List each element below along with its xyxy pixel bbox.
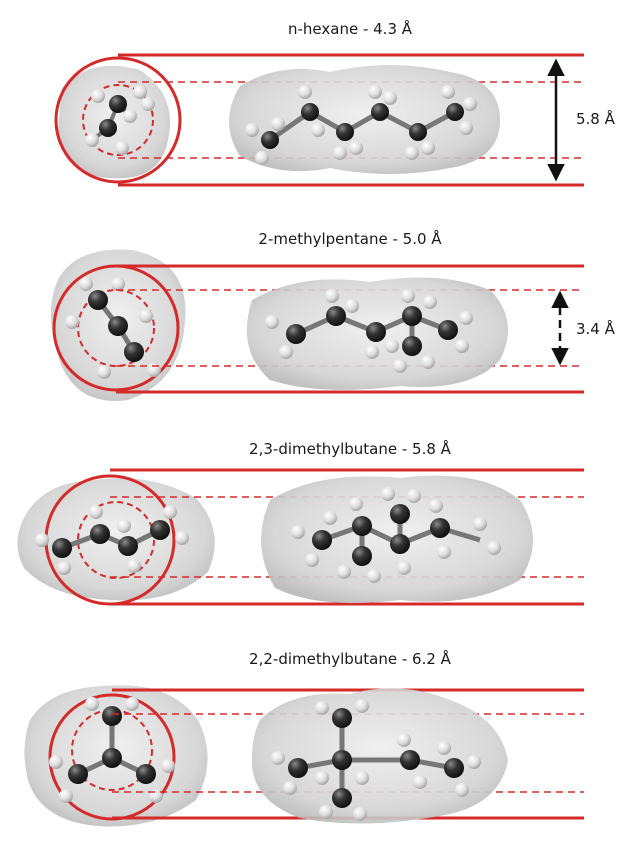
kinetic-diameter-circle xyxy=(77,289,155,367)
panel-2-3-dimethylbutane: 2,3-dimethylbutane - 5.8 Å xyxy=(17,439,584,606)
dimension-label: 5.8 Å xyxy=(576,109,616,128)
hydrogen-atom xyxy=(125,697,139,711)
molecule-surface xyxy=(251,688,508,824)
molecule-surface xyxy=(229,65,500,174)
hydrogen-atom xyxy=(161,759,175,773)
panel-n-hexane: n-hexane - 4.3 Å xyxy=(54,19,616,187)
panel-title: 2-methylpentane - 5.0 Å xyxy=(258,229,442,248)
hydrogen-atom xyxy=(139,309,153,323)
carbon-atom xyxy=(90,524,110,544)
hydrogen-atom xyxy=(115,141,129,155)
hydrogen-atom xyxy=(147,363,161,377)
hydrogen-atom xyxy=(65,315,79,329)
molecule-surface xyxy=(246,277,508,390)
carbon-atom xyxy=(118,536,138,556)
end-on-outline-circle xyxy=(54,56,182,184)
side-view-molecule xyxy=(24,685,208,827)
hydrogen-atom xyxy=(141,97,155,111)
kinetic-diameter-circle xyxy=(82,84,154,156)
hydrogen-atom xyxy=(175,531,189,545)
hydrogen-atom xyxy=(97,365,111,379)
hydrogen-atom xyxy=(133,85,147,99)
side-view-molecule xyxy=(54,56,182,184)
carbon-atom xyxy=(88,290,108,310)
panel-title: 2,2-dimethylbutane - 6.2 Å xyxy=(249,649,452,668)
hydrogen-atom xyxy=(111,277,125,291)
hydrogen-atom xyxy=(117,519,131,533)
molecule-surface xyxy=(261,475,533,604)
hydrogen-atom xyxy=(85,133,99,147)
hydrogen-atom xyxy=(149,789,163,803)
carbon-atom xyxy=(150,520,170,540)
side-view-molecule xyxy=(50,249,186,401)
carbon-atom xyxy=(102,748,122,768)
carbon-atom xyxy=(136,764,156,784)
hydrogen-atom xyxy=(49,755,63,769)
hydrogen-atom xyxy=(85,697,99,711)
hydrogen-atom xyxy=(163,505,177,519)
carbon-atom xyxy=(108,316,128,336)
carbon-atom xyxy=(52,538,72,558)
hydrogen-atom xyxy=(89,505,103,519)
carbon-atom xyxy=(99,119,117,137)
hydrogen-atom xyxy=(59,789,73,803)
hydrogen-atom xyxy=(35,533,49,547)
dimension-label: 3.4 Å xyxy=(576,319,616,338)
carbon-atom xyxy=(68,764,88,784)
panel-title: 2,3-dimethylbutane - 5.8 Å xyxy=(249,439,452,458)
hydrogen-atom xyxy=(79,277,93,291)
panel-title: n-hexane - 4.3 Å xyxy=(288,19,413,38)
carbon-atom xyxy=(124,342,144,362)
hydrogen-atom xyxy=(91,89,105,103)
hydrogen-atom xyxy=(57,561,71,575)
carbon-atom xyxy=(109,95,127,113)
panel-2-2-dimethylbutane: 2,2-dimethylbutane - 6.2 Å xyxy=(24,649,584,827)
hydrogen-atom xyxy=(127,559,141,573)
carbon-atom xyxy=(102,706,122,726)
hydrogen-atom xyxy=(123,109,137,123)
panel-2-methylpentane: 2-methylpentane - 5.0 Å xyxy=(50,229,616,401)
kinetic-diameter-circle xyxy=(77,501,155,579)
side-view-molecule xyxy=(17,474,215,606)
kinetic-diameter-circle xyxy=(71,709,153,791)
